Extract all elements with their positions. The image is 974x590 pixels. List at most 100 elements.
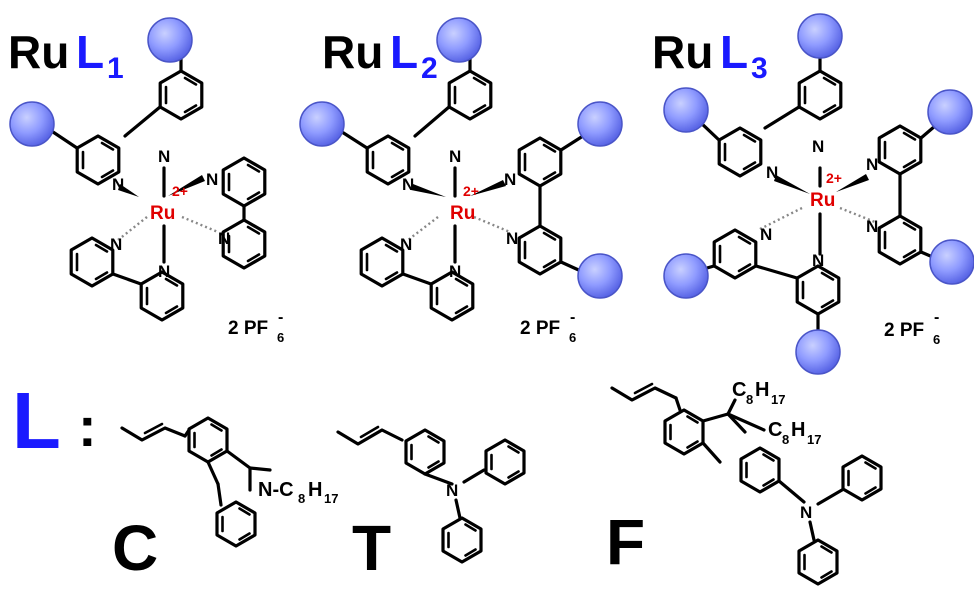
ligand-letter: T bbox=[352, 512, 391, 584]
ligand-section-colon: : bbox=[78, 395, 97, 458]
complex-title-metal: Ru bbox=[652, 26, 713, 78]
nitrogen-atom: N bbox=[158, 262, 170, 281]
counterion-superscript: - bbox=[934, 309, 939, 326]
pyridine-ring bbox=[517, 136, 563, 188]
counterion-subscript: 6 bbox=[277, 330, 284, 345]
nitrogen-atom: N bbox=[866, 155, 878, 174]
ligand-section-label: L bbox=[12, 376, 61, 465]
fluorene-alkyl-2-h: H bbox=[791, 419, 805, 441]
substituent-sphere bbox=[299, 101, 345, 147]
nitrogen-atom: N bbox=[446, 481, 458, 500]
pyridine-ring bbox=[795, 264, 841, 316]
complex-title-ligand: L bbox=[390, 26, 418, 78]
complex-title-index: 1 bbox=[107, 52, 124, 85]
nitrogen-atom: N bbox=[449, 262, 461, 281]
nitrogen-atom: N bbox=[218, 229, 230, 248]
benzene-ring bbox=[841, 454, 883, 502]
nitrogen-atom: N bbox=[402, 175, 414, 194]
ligand-section: L : N-C 8 H 17 C N bbox=[12, 376, 883, 586]
nitrogen-atom: N bbox=[504, 170, 516, 189]
complex-rul2: Ru L 2 Ru 2+ N N N N N N 2 PF bbox=[299, 17, 623, 345]
substituent-sphere bbox=[795, 329, 841, 375]
counterion-subscript: 6 bbox=[569, 330, 576, 345]
carbazole-h: H bbox=[308, 479, 322, 501]
charge-label: 2+ bbox=[172, 183, 188, 199]
fluorene-alkyl-1: C bbox=[732, 379, 746, 401]
ligand-letter: C bbox=[112, 512, 158, 584]
counterion-superscript: - bbox=[278, 309, 283, 326]
carbazole-subscript-b: 17 bbox=[324, 491, 338, 506]
benzene-ring bbox=[484, 438, 526, 486]
fluorene-alkyl-1-sub-a: 8 bbox=[746, 392, 753, 407]
nitrogen-atom: N bbox=[766, 163, 778, 182]
nitrogen-atom: N bbox=[812, 251, 824, 270]
substituent-sphere bbox=[663, 253, 709, 299]
pyridine-ring bbox=[717, 126, 763, 178]
nitrogen-atom: N bbox=[400, 235, 412, 254]
pyridine-ring bbox=[877, 214, 923, 266]
pyridine-ring bbox=[359, 236, 405, 288]
complex-rul3: Ru L 3 Ru 2+ N N N N bbox=[652, 13, 974, 375]
substituent-sphere bbox=[577, 101, 623, 147]
nitrogen-atom: N bbox=[449, 147, 461, 166]
counterion-superscript: - bbox=[570, 309, 575, 326]
counterion-label: 2 PF bbox=[228, 318, 268, 339]
fluorene-alkyl-1-sub-b: 17 bbox=[771, 392, 785, 407]
nitrogen-atom: N bbox=[112, 175, 124, 194]
benzene-ring bbox=[215, 500, 257, 548]
fluorene-alkyl-2-sub-a: 8 bbox=[782, 432, 789, 447]
substituent-sphere bbox=[9, 101, 55, 147]
nitrogen-atom: N bbox=[110, 235, 122, 254]
ruthenium-atom: Ru bbox=[450, 203, 475, 224]
substituent-sphere bbox=[927, 89, 973, 135]
counterion-label: 2 PF bbox=[520, 318, 560, 339]
counterion-label: 2 PF bbox=[884, 320, 924, 341]
substituent-sphere bbox=[663, 87, 709, 133]
carbazole-subscript-a: 8 bbox=[298, 491, 305, 506]
nitrogen-atom: N bbox=[800, 503, 812, 522]
charge-label: 2+ bbox=[826, 170, 842, 186]
carbazole-substituent: N-C bbox=[258, 479, 294, 501]
substituent-sphere bbox=[929, 239, 974, 285]
complex-title-ligand: L bbox=[720, 26, 748, 78]
nitrogen-atom: N bbox=[206, 170, 218, 189]
substituent-sphere bbox=[577, 253, 623, 299]
pyridine-ring bbox=[712, 228, 758, 280]
ligand-f: C 8 H 17 C 8 H 17 N F bbox=[606, 379, 883, 586]
ligand-t: N T bbox=[336, 425, 526, 584]
benzene-ring bbox=[404, 428, 446, 476]
nitrogen-atom: N bbox=[158, 147, 170, 166]
substituent-sphere bbox=[436, 17, 482, 63]
benzene-ring bbox=[441, 516, 483, 564]
ligand-letter: F bbox=[606, 506, 645, 578]
complex-title-index: 3 bbox=[751, 52, 768, 85]
complex-rul1: Ru L 1 Ru 2+ N N N N N N 2 PF 6 - bbox=[8, 17, 284, 345]
complex-title-index: 2 bbox=[421, 52, 438, 85]
pyridine-ring bbox=[447, 69, 493, 121]
benzene-ring bbox=[797, 538, 839, 586]
pyridine-ring bbox=[797, 69, 843, 121]
ruthenium-atom: Ru bbox=[810, 190, 835, 211]
fluorene-alkyl-2-sub-b: 17 bbox=[807, 432, 821, 447]
complex-title-metal: Ru bbox=[322, 26, 383, 78]
pyridine-ring bbox=[158, 69, 204, 121]
counterion-subscript: 6 bbox=[933, 332, 940, 347]
pyridine-ring bbox=[69, 236, 115, 288]
benzene-ring bbox=[663, 408, 705, 456]
nitrogen-atom: N bbox=[812, 137, 824, 156]
substituent-sphere bbox=[797, 13, 843, 59]
complex-title-metal: Ru bbox=[8, 26, 69, 78]
pyridine-ring bbox=[517, 224, 563, 276]
nitrogen-atom: N bbox=[760, 225, 772, 244]
ligand-c: N-C 8 H 17 C bbox=[112, 416, 338, 584]
benzene-ring bbox=[739, 446, 781, 494]
benzene-ring bbox=[187, 416, 229, 464]
complex-title-ligand: L bbox=[76, 26, 104, 78]
charge-label: 2+ bbox=[463, 183, 479, 199]
ruthenium-atom: Ru bbox=[150, 203, 175, 224]
fluorene-alkyl-2: C bbox=[768, 419, 782, 441]
fluorene-alkyl-1-h: H bbox=[755, 379, 769, 401]
pyridine-ring bbox=[221, 156, 267, 208]
